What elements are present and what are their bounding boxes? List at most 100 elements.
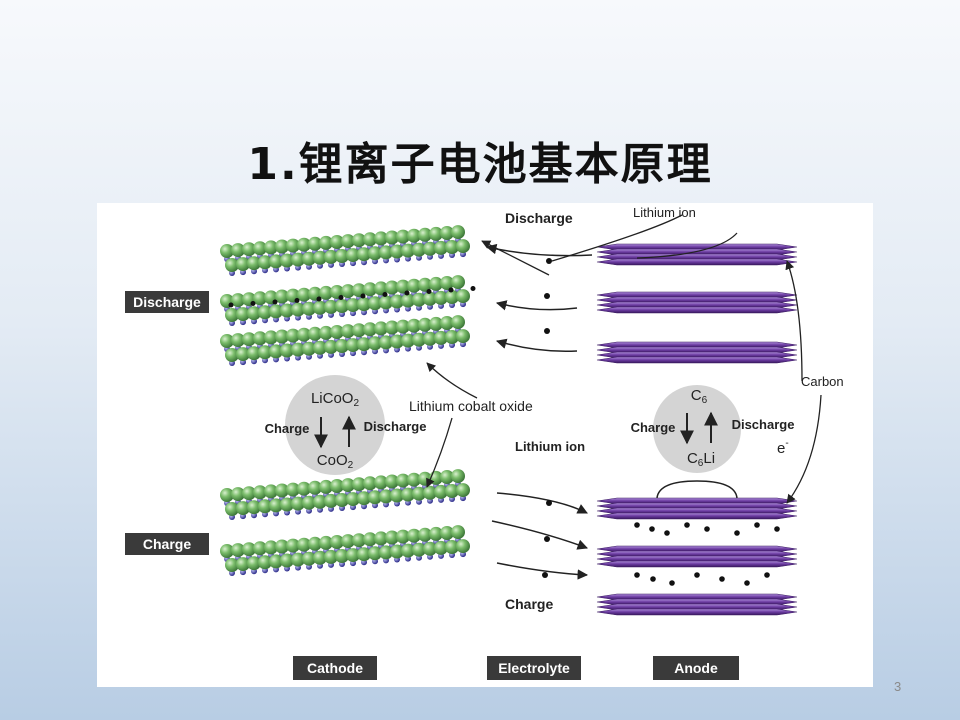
oxygen-atom <box>220 488 234 502</box>
oxygen-atom <box>423 241 437 256</box>
lithium-ion <box>754 522 760 528</box>
lithium-ion <box>704 526 710 532</box>
lithium-ion <box>360 293 366 299</box>
oxygen-atom <box>352 323 366 338</box>
oxygen-atom <box>401 243 415 258</box>
oxygen-atom <box>368 246 382 261</box>
oxygen-atom <box>451 525 465 540</box>
oxygen-atom <box>401 543 415 558</box>
oxygen-atom <box>308 536 322 551</box>
cathode-label-box: Cathode <box>293 656 377 680</box>
lithium-ion <box>650 576 656 582</box>
oxygen-atom <box>302 301 316 316</box>
oxygen-atom <box>456 483 470 498</box>
oxygen-atom <box>418 527 432 542</box>
oxygen-atom <box>385 474 399 489</box>
oxygen-atom <box>242 486 256 501</box>
lithium-ion <box>774 526 780 532</box>
oxygen-atom <box>407 472 421 487</box>
oxygen-atom <box>440 276 454 290</box>
oxygen-atom <box>374 321 388 336</box>
charge-state-label: Charge <box>125 533 209 555</box>
oxygen-atom <box>286 238 300 253</box>
oxygen-atom <box>269 344 283 359</box>
oxygen-atom <box>247 306 261 321</box>
oxygen-atom <box>225 308 239 322</box>
oxygen-atom <box>324 299 338 314</box>
oxygen-atom <box>236 501 250 516</box>
oxygen-atom <box>434 540 448 555</box>
oxygen-atom <box>418 227 432 242</box>
oxygen-atom <box>451 225 465 240</box>
oxygen-atom <box>330 325 344 339</box>
oxygen-atom <box>401 333 415 348</box>
oxygen-atom <box>451 469 465 484</box>
oxygen-atom <box>253 541 267 556</box>
oxygen-atom <box>275 329 289 344</box>
oxygen-atom <box>385 280 399 295</box>
oxygen-atom <box>346 548 360 563</box>
oxygen-atom <box>291 496 305 511</box>
anode-charge-label: Charge <box>631 420 676 435</box>
oxygen-atom <box>313 340 327 355</box>
lithium-ion <box>684 522 690 528</box>
oxygen-atom <box>264 540 278 555</box>
oxygen-atom <box>291 342 305 357</box>
oxygen-atom <box>429 526 443 541</box>
lithium-ion <box>426 289 432 294</box>
oxygen-atom <box>324 249 338 264</box>
oxygen-atom <box>335 299 349 313</box>
oxygen-atom <box>368 490 382 505</box>
oxygen-atom <box>346 298 360 313</box>
oxygen-atom <box>220 544 234 558</box>
oxygen-atom <box>269 304 283 319</box>
oxygen-atom <box>456 539 470 554</box>
lithium-ion <box>744 580 750 586</box>
oxygen-atom <box>302 495 316 510</box>
oxygen-atom <box>407 528 421 543</box>
graphite-sheet <box>596 560 798 568</box>
oxygen-atom <box>258 345 272 360</box>
oxygen-atom <box>379 335 393 350</box>
oxygen-atom <box>445 290 459 304</box>
oxygen-atom <box>456 239 470 254</box>
discharge-annotation: Discharge <box>505 210 573 226</box>
graphite-sheet <box>596 356 798 364</box>
graphite-sheet <box>596 258 798 266</box>
oxygen-atom <box>456 329 470 344</box>
oxygen-atom <box>390 294 404 309</box>
oxygen-atom <box>390 244 404 259</box>
oxygen-atom <box>434 484 448 499</box>
oxygen-atom <box>407 318 421 333</box>
anode-label-box: Anode <box>653 656 739 680</box>
lithium-ion <box>272 299 278 305</box>
oxygen-atom <box>308 326 322 341</box>
oxygen-atom <box>302 551 316 566</box>
oxygen-atom <box>385 320 399 335</box>
oxygen-atom <box>297 481 311 496</box>
oxygen-atom <box>357 491 371 506</box>
oxygen-atom <box>385 530 399 545</box>
lithium-ions-electrolyte-discharge <box>544 258 552 334</box>
oxygen-atom <box>396 473 410 488</box>
oxygen-atom <box>264 240 278 255</box>
oxygen-atom <box>330 235 344 249</box>
battery-diagram-svg: Discharge Charge LiCoO2 CoO2 Charge Disc… <box>125 205 844 680</box>
oxygen-atom <box>324 339 338 354</box>
oxygen-atom <box>253 291 267 306</box>
oxygen-atom <box>291 552 305 567</box>
oxygen-atom <box>352 233 366 248</box>
lithium-ion-annotation-top: Lithium ion <box>633 205 696 220</box>
lithium-ion <box>316 296 322 302</box>
oxygen-atom <box>297 537 311 552</box>
oxygen-atom <box>275 539 289 554</box>
cathode-label: Cathode <box>307 660 363 676</box>
discharge-flow-arrows <box>485 243 593 353</box>
charge-flow-arrows <box>491 492 589 580</box>
lithium-ion <box>448 287 454 293</box>
oxygen-atom <box>368 336 382 351</box>
cathode-charge-layers <box>220 469 470 576</box>
oxygen-atom <box>346 248 360 263</box>
oxygen-atom <box>280 303 294 318</box>
oxygen-atom <box>379 245 393 260</box>
